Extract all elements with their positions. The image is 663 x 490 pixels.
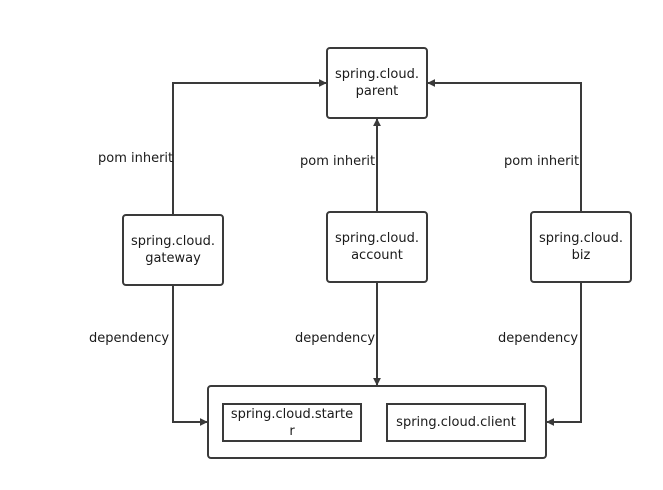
- node-account-label: spring.cloud. account: [335, 231, 419, 263]
- node-biz: spring.cloud. biz: [530, 211, 632, 283]
- node-starter-label: spring.cloud.starte r: [230, 406, 354, 439]
- label-gateway-dependency: dependency: [89, 331, 170, 346]
- node-client: spring.cloud.client: [386, 403, 526, 442]
- edge-biz-to-starter-group: [546, 282, 582, 426]
- label-account-dependency: dependency: [295, 331, 376, 346]
- node-gateway-label: spring.cloud. gateway: [131, 234, 215, 266]
- node-parent: spring.cloud. parent: [326, 47, 428, 119]
- edge-gateway-to-starter-group: [172, 285, 208, 426]
- node-parent-label: spring.cloud. parent: [335, 67, 419, 99]
- label-gateway-inherit: pom inherit: [98, 151, 174, 166]
- label-biz-dependency: dependency: [498, 331, 579, 346]
- node-account: spring.cloud. account: [326, 211, 428, 283]
- edge-gateway-to-parent: [172, 79, 327, 215]
- node-biz-label: spring.cloud. biz: [539, 231, 623, 263]
- label-biz-inherit: pom inherit: [504, 154, 580, 169]
- node-starter: spring.cloud.starte r: [222, 403, 362, 442]
- node-gateway: spring.cloud. gateway: [122, 214, 224, 286]
- node-client-label: spring.cloud.client: [396, 415, 516, 430]
- label-account-inherit: pom inherit: [300, 154, 376, 169]
- edge-biz-to-parent: [427, 79, 582, 212]
